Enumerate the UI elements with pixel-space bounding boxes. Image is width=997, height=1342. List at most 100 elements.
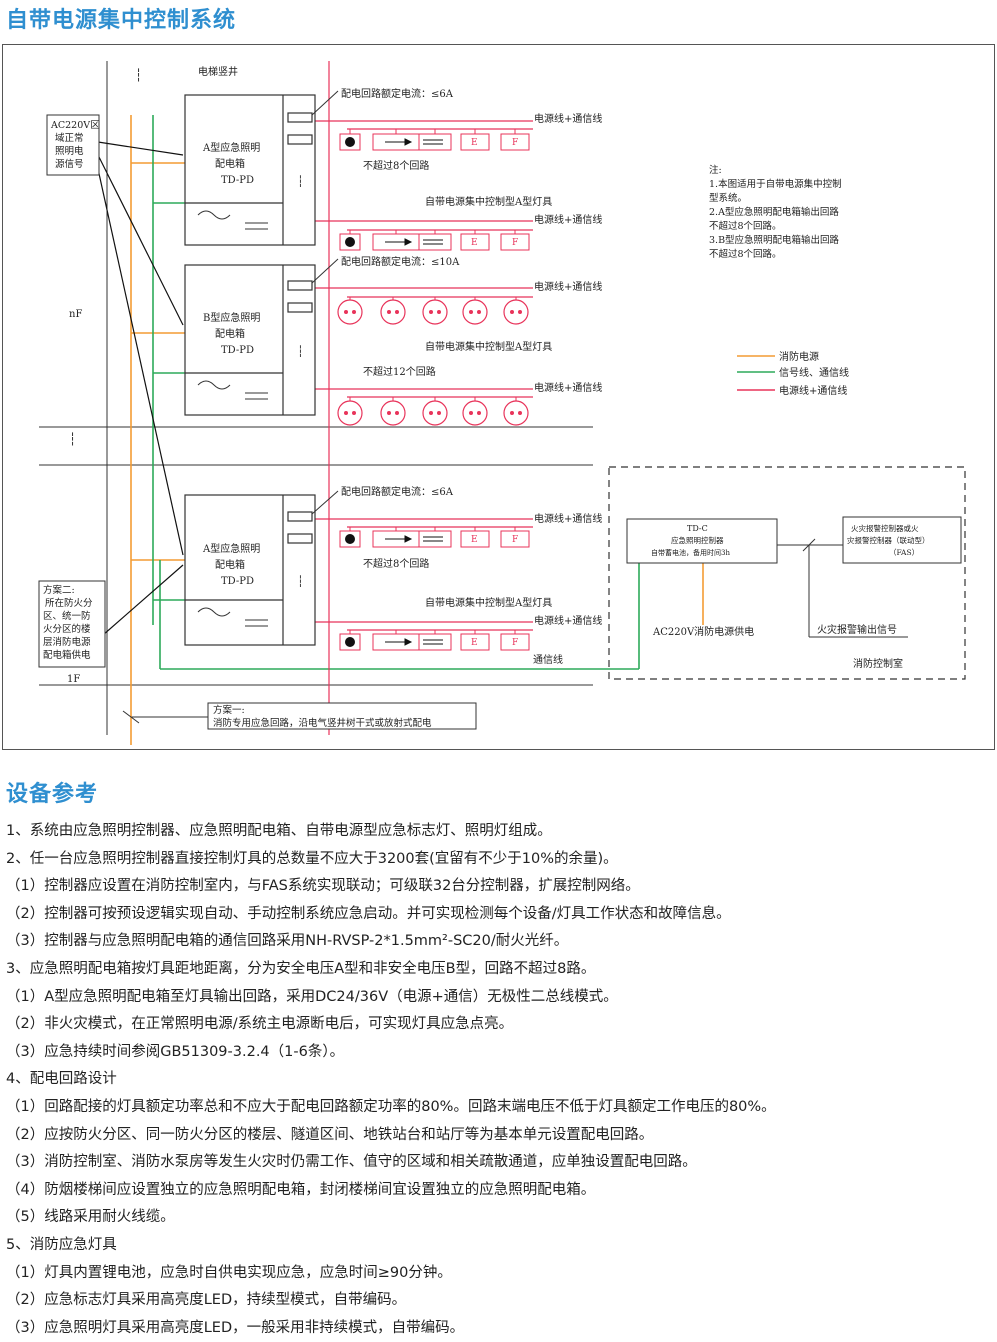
svg-text:E: E — [471, 138, 478, 148]
svg-text:┆: ┆ — [297, 175, 304, 188]
rated-current-6a: 配电回路额定电流：≤6A — [341, 485, 454, 498]
note-line: 3、应急照明配电箱按灯具距地距离，分为安全电压A型和非安全电压B型，回路不超过8… — [6, 960, 596, 977]
legend-label: 信号线、通信线 — [779, 366, 849, 379]
max-loops-8: 不超过8个回路 — [363, 159, 429, 172]
plan1-box — [207, 702, 477, 730]
svg-text:┆: ┆ — [297, 575, 304, 588]
note-line: （1）灯具内置锂电池，应急时自供电实现应急，应急时间≥90分钟。 — [6, 1264, 452, 1281]
rated-current-6a: 配电回路额定电流：≤6A — [341, 87, 454, 100]
svg-text:电源线+通信线: 电源线+通信线 — [534, 512, 602, 525]
fire-signal-label: 火灾报警输出信号 — [817, 623, 897, 636]
note-line: （2）应急标志灯具采用高亮度LED，持续型模式，自带编码。 — [6, 1292, 407, 1309]
rated-current-10a: 配电回路额定电流：≤10A — [341, 255, 460, 268]
box-b-label: B型应急照明 — [203, 311, 260, 324]
box-a-bottom-label: A型应急照明 — [202, 542, 260, 555]
note-line: 2、任一台应急照明控制器直接控制灯具的总数量不应大于3200套(宜留有不少于10… — [6, 850, 618, 867]
svg-text:灾报警控制器（联动型）: 灾报警控制器（联动型） — [847, 535, 930, 545]
svg-text:配电箱: 配电箱 — [215, 327, 245, 340]
svg-text:型系统。: 型系统。 — [709, 192, 747, 204]
note-line: （3）应急照明灯具采用高亮度LED，一般采用非持续模式，自带编码。 — [6, 1319, 465, 1336]
svg-text:TD-PD: TD-PD — [221, 345, 254, 356]
note-line: （2）非火灾模式，在正常照明电源/系统主电源断电后，可实现灯具应急点亮。 — [6, 1016, 514, 1033]
note-line: （2）应按防火分区、同一防火分区的楼层、隧道区间、地铁站台和站厅等为基本单元设置… — [6, 1126, 654, 1143]
note-line: （2）控制器可按预设逻辑实现自动、手动控制系统应急启动。并可实现检测每个设备/灯… — [6, 905, 731, 922]
svg-text:不超过8个回路。: 不超过8个回路。 — [709, 220, 782, 232]
svg-text:E: E — [471, 535, 478, 545]
svg-text:F: F — [512, 138, 518, 148]
svg-text:┆: ┆ — [297, 345, 304, 358]
legend-label: 消防电源 — [779, 350, 819, 363]
system-diagram: 电梯竖井 ┆ nF ┆ 1F AC220V区 域正常 照明电 源信号 A型应急照… — [2, 44, 995, 750]
legend-label: 电源线+通信线 — [779, 384, 847, 397]
svg-text:消防专用应急回路，沿电气竖井树干式或放射式配电: 消防专用应急回路，沿电气竖井树干式或放射式配电 — [213, 717, 432, 729]
fas-box — [842, 516, 962, 564]
svg-text:配电箱: 配电箱 — [215, 157, 245, 170]
lamp-group-label: 自带电源集中控制型A型灯具 — [425, 195, 552, 208]
svg-text:电源线+通信线: 电源线+通信线 — [534, 280, 602, 293]
svg-text:TD-PD: TD-PD — [221, 576, 254, 587]
note-line: （1）控制器应设置在消防控制室内，与FAS系统实现联动；可级联32台分控制器，扩… — [6, 878, 640, 895]
note-line: （4）防烟楼梯间应设置独立的应急照明配电箱，封闭楼梯间宜设置独立的应急照明配电箱… — [6, 1181, 596, 1198]
box-a-top-label: A型应急照明 — [202, 141, 260, 154]
ac220-line: 域正常 — [55, 132, 84, 144]
note-line: 4、配电回路设计 — [6, 1071, 117, 1088]
svg-text:所在防火分: 所在防火分 — [45, 597, 93, 609]
svg-text:应急照明控制器: 应急照明控制器 — [671, 535, 724, 545]
distribution-boxes — [184, 94, 316, 646]
plan2-box — [38, 580, 106, 668]
floor-nf-label: nF — [69, 309, 82, 320]
power-comm-lines — [315, 61, 533, 735]
comm-line-label: 通信线 — [533, 653, 563, 666]
svg-text:区、统一防: 区、统一防 — [43, 610, 91, 622]
lamps-b — [337, 299, 529, 426]
max-loops-8: 不超过8个回路 — [363, 557, 429, 570]
ac220-line: AC220V区 — [50, 120, 100, 131]
svg-text:F: F — [512, 238, 518, 248]
svg-text:E: E — [471, 238, 478, 248]
floor-1f-label: 1F — [67, 674, 80, 685]
svg-text:TD-PD: TD-PD — [221, 175, 254, 186]
ac220-label-box — [46, 114, 100, 176]
note-line: （5）线路采用耐火线缆。 — [6, 1209, 175, 1226]
svg-text:配电箱: 配电箱 — [215, 558, 245, 571]
note-line: （1）回路配接的灯具额定功率总和不应大于配电回路额定功率的80%。回路末端电压不… — [6, 1098, 776, 1115]
svg-text:层消防电源: 层消防电源 — [43, 636, 91, 648]
plan1-label: 方案一: — [213, 704, 245, 716]
tdc-label: TD-C — [687, 524, 708, 533]
svg-text:火分区的楼: 火分区的楼 — [43, 623, 91, 635]
svg-text:1.本图适用于自带电源集中控制: 1.本图适用于自带电源集中控制 — [709, 178, 842, 190]
svg-text:F: F — [512, 638, 518, 648]
signal-lines — [152, 115, 640, 670]
note-line: （3）控制器与应急照明配电箱的通信回路采用NH-RVSP-2*1.5mm²-SC… — [6, 933, 569, 950]
page-title: 自带电源集中控制系统 — [6, 8, 237, 33]
control-room-label: 消防控制室 — [853, 657, 903, 670]
ac220-fire-label: AC220V消防电源供电 — [652, 625, 754, 638]
note-line: 5、消防应急灯具 — [6, 1236, 117, 1253]
lamp-arrows — [385, 138, 443, 646]
control-room-box — [608, 466, 966, 680]
tdc-box — [626, 518, 778, 564]
shaft-label: 电梯竖井 — [198, 65, 238, 78]
svg-text:不超过8个回路。: 不超过8个回路。 — [709, 248, 782, 260]
svg-text:（FAS）: （FAS） — [889, 548, 919, 557]
note-line: （3）消防控制室、消防水泵房等发生火灾时仍需工作、值守的区域和相关疏散通道，应单… — [6, 1154, 697, 1171]
svg-text:F: F — [512, 535, 518, 545]
notes-head: 注: — [709, 164, 722, 176]
note-line: （1）A型应急照明配电箱至灯具输出回路，采用DC24/36V（电源+通信）无极性… — [6, 988, 618, 1005]
max-loops-12: 不超过12个回路 — [363, 365, 436, 378]
svg-text:3.B型应急照明配电箱输出回路: 3.B型应急照明配电箱输出回路 — [709, 234, 840, 246]
svg-text:电源线+通信线: 电源线+通信线 — [534, 213, 602, 226]
lamps-a — [339, 133, 530, 651]
svg-text:自带电源集中控制型A型灯具: 自带电源集中控制型A型灯具 — [425, 340, 552, 353]
ac220-line: 源信号 — [55, 158, 84, 170]
svg-text:配电箱供电: 配电箱供电 — [43, 649, 91, 661]
svg-text:┆: ┆ — [135, 68, 142, 82]
section-title: 设备参考 — [6, 782, 99, 807]
ac220-line: 照明电 — [55, 145, 84, 157]
svg-text:E: E — [471, 638, 478, 648]
ac220-signal-wires — [97, 141, 184, 636]
svg-text:电源线+通信线: 电源线+通信线 — [534, 614, 602, 627]
svg-text:2.A型应急照明配电箱输出回路: 2.A型应急照明配电箱输出回路 — [709, 206, 839, 218]
svg-text:自带电源集中控制型A型灯具: 自带电源集中控制型A型灯具 — [425, 596, 552, 609]
svg-text:电源线+通信线: 电源线+通信线 — [534, 381, 602, 394]
